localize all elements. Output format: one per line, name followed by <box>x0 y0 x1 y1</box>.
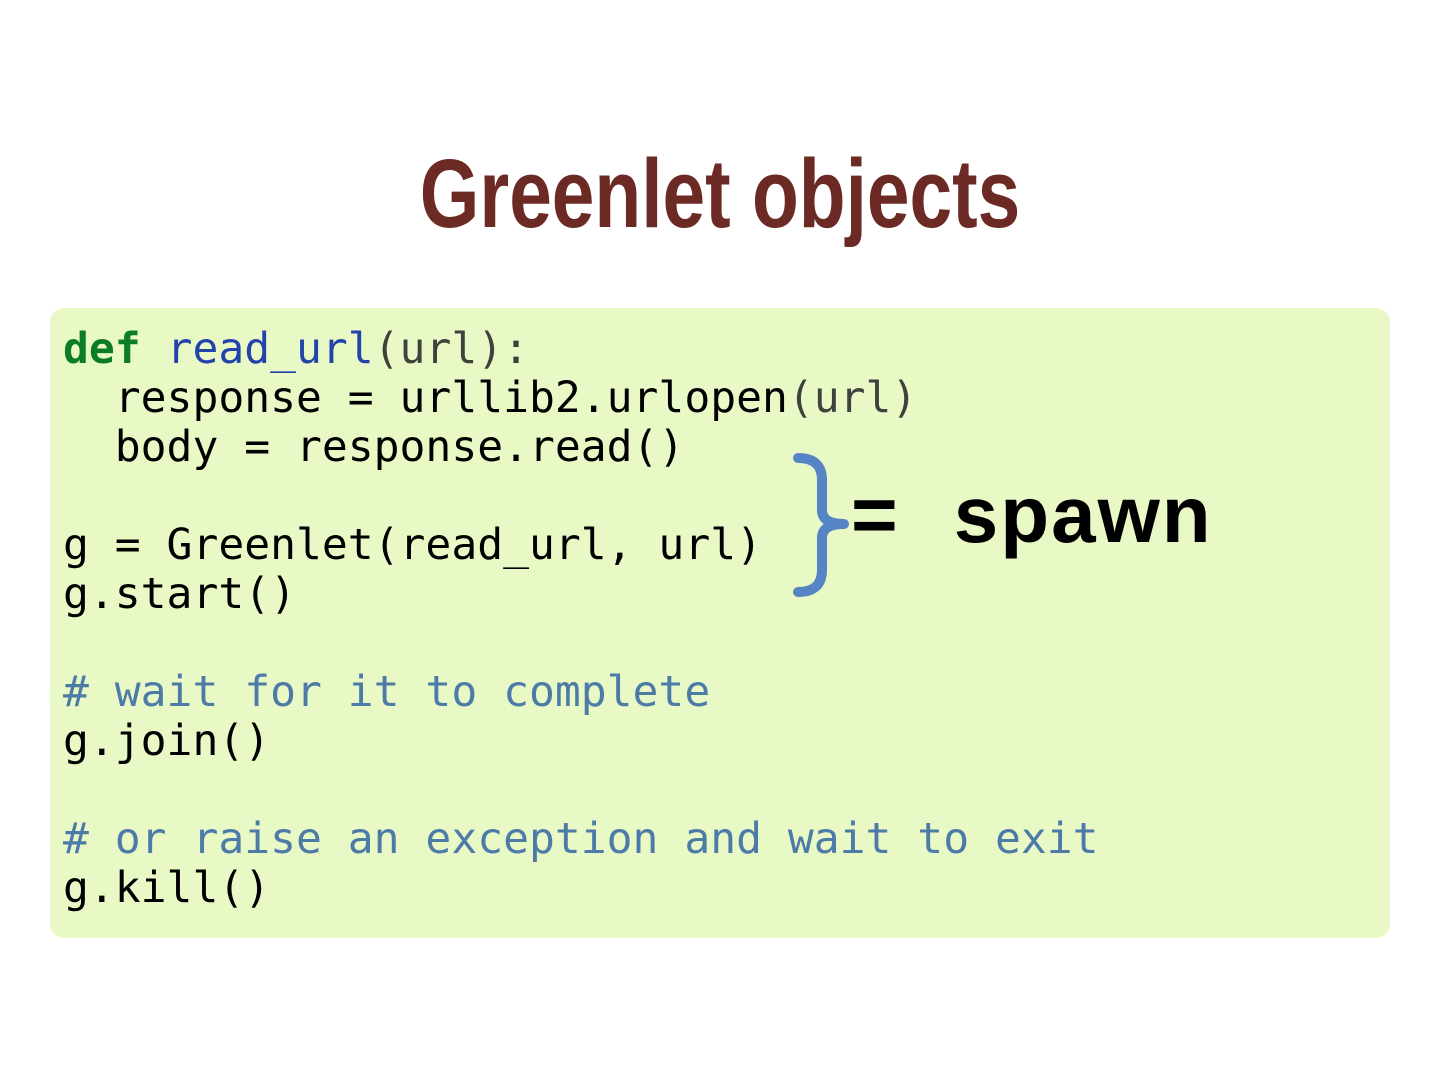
code-block: def read_url(url): response = urllib2.ur… <box>50 308 1390 938</box>
spawn-annotation: = spawn <box>851 471 1213 559</box>
code-line: # wait for it to complete <box>63 667 711 717</box>
spawn-label: spawn <box>953 470 1213 559</box>
code-line: def read_url(url): <box>63 324 530 374</box>
code-line: g.start() <box>63 569 296 619</box>
code-line: g.join() <box>63 716 271 766</box>
code-line: g = Greenlet(read_url, url) <box>63 520 762 570</box>
code-line <box>63 619 1370 668</box>
code-line <box>63 766 1370 815</box>
equals-sign: = <box>851 470 900 559</box>
slide-title: Greenlet objects <box>419 138 1021 248</box>
code-line: response = urllib2.urlopen(url) <box>63 373 918 423</box>
curly-brace-icon <box>793 453 849 597</box>
code-line: body = response.read() <box>63 422 685 472</box>
code-line: # or raise an exception and wait to exit <box>63 814 1099 864</box>
code-line: g.kill() <box>63 863 271 913</box>
brace-annotation <box>790 450 852 600</box>
